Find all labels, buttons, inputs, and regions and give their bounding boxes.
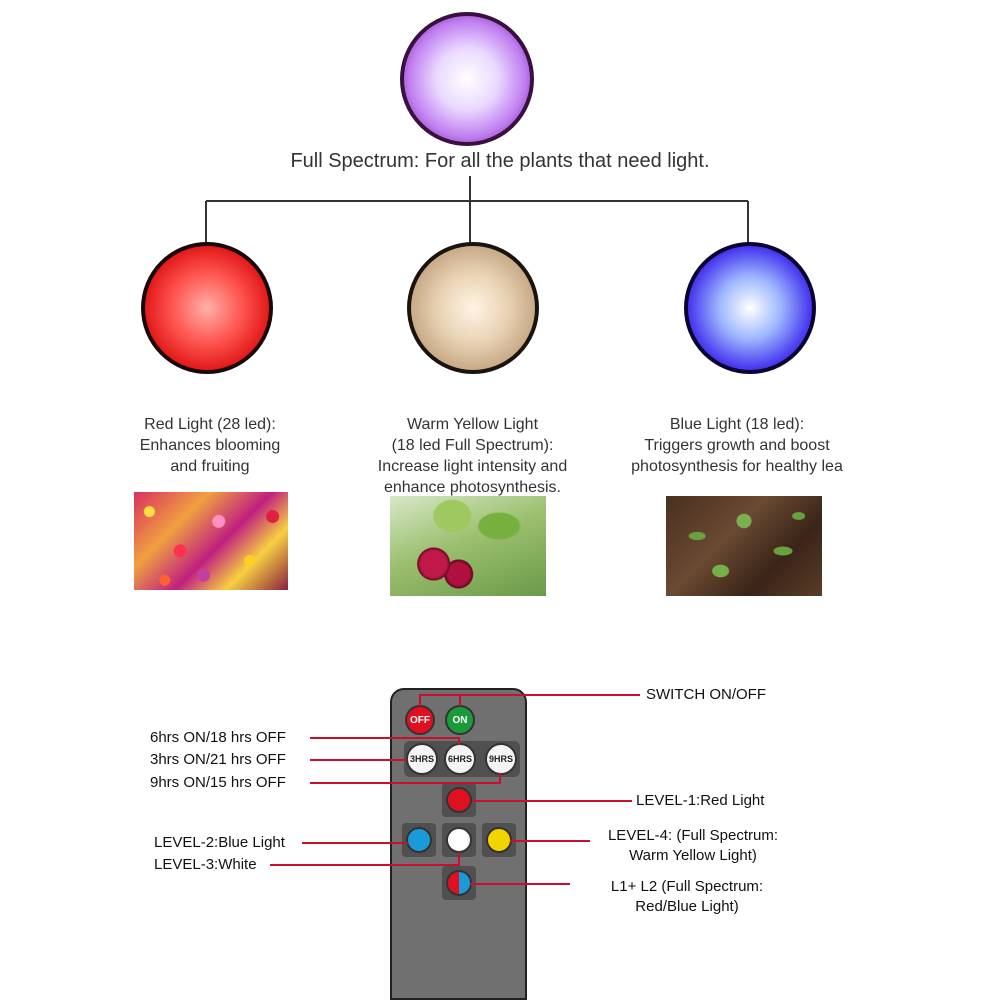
seedlings-photo	[666, 496, 822, 596]
timer-3hrs-label: 3hrs ON/21 hrs OFF	[150, 751, 286, 768]
flowers-photo	[134, 492, 288, 590]
level-1-red-button[interactable]	[446, 787, 472, 813]
level-2-label: LEVEL-2:Blue Light	[154, 834, 285, 851]
red-light-lamp	[141, 242, 273, 374]
full-spectrum-lamp	[400, 12, 534, 146]
l1-l2-combo-button[interactable]	[446, 870, 472, 896]
l1-l2-label: L1+ L2 (Full Spectrum: Red/Blue Light)	[610, 878, 764, 915]
blue-light-caption: Blue Light (18 led): Triggers growth and…	[631, 416, 843, 475]
blue-light-lamp	[684, 242, 816, 374]
timer-3hrs-button[interactable]: 3HRS	[406, 743, 438, 775]
level-3-label: LEVEL-3:White	[154, 856, 257, 873]
pointer-level3	[270, 852, 460, 866]
pointer-6hrs	[310, 737, 460, 745]
pointer-switch	[419, 694, 640, 706]
full-spectrum-title: Full Spectrum: For all the plants that n…	[290, 150, 710, 172]
timer-6hrs-button[interactable]: 6HRS	[444, 743, 476, 775]
fruit-plant-photo	[390, 496, 546, 596]
red-light-caption: Red Light (28 led): Enhances blooming an…	[139, 416, 281, 475]
switch-label: SWITCH ON/OFF	[646, 686, 766, 703]
timer-6hrs-label: 6hrs ON/18 hrs OFF	[150, 729, 286, 746]
timer-9hrs-button[interactable]: 9HRS	[485, 743, 517, 775]
level-4-label: LEVEL-4: (Full Spectrum: Warm Yellow Lig…	[607, 827, 779, 864]
warm-yellow-caption: Warm Yellow Light (18 led Full Spectrum)…	[377, 416, 568, 496]
pointer-9hrs	[310, 773, 501, 784]
timer-9hrs-label: 9hrs ON/15 hrs OFF	[150, 774, 286, 791]
level-2-blue-button[interactable]	[406, 827, 432, 853]
warm-yellow-lamp	[407, 242, 539, 374]
level-1-label: LEVEL-1:Red Light	[636, 792, 765, 809]
